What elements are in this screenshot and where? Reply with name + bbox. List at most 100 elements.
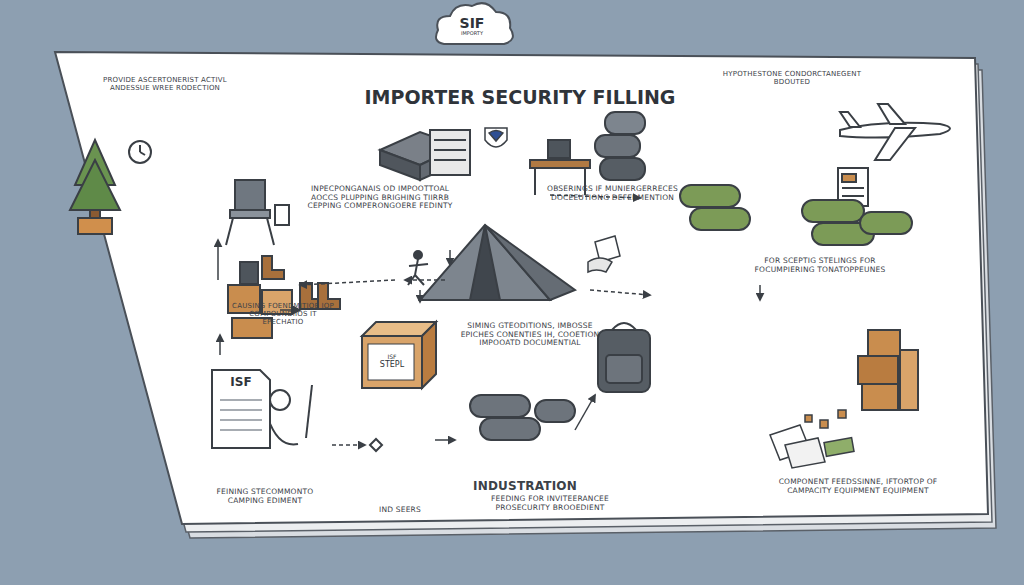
isf-document: ISF [212,370,270,448]
pen-emblem-part [270,390,290,410]
footer-text: INDUSTRATION [450,480,600,494]
supply-boxes [228,262,292,338]
supply-boxes-part [240,262,258,284]
box-stack-part [900,350,918,410]
clock-icon [129,141,151,163]
doc-sheet [212,370,270,448]
tree-icon-part [70,160,120,210]
money-papers [770,410,854,468]
green-rolls-part [690,208,750,230]
chair-icon-part [226,218,233,245]
flow-arrows [218,195,760,445]
money-papers-part [805,415,812,422]
money-papers-part [824,438,854,457]
backpack-icon-part [606,355,642,383]
green-rolls [680,185,912,245]
doc-line [220,399,262,401]
annotation-text: OBSERINGS IF MUNIERGERRECES DOCEEUTIONG … [545,185,680,202]
green-rolls-part [860,212,912,234]
box-stack-part [858,356,898,384]
paper-sheets [55,52,996,538]
pen-emblem-part [306,385,312,438]
desk-icon-part [530,160,590,168]
annotation-text: FEEDING FOR INVITEERANCEE PROSECURITY BR… [475,495,625,512]
paper-sheets-part [55,52,988,524]
doc-line [220,409,262,411]
document-icon-part [842,195,864,197]
paper-stack-part [380,150,420,180]
box-stack-part [868,330,900,356]
tree-icon [70,140,120,234]
clock-icon-part [129,141,151,163]
shield-emblem-part [485,128,507,147]
node-heading: ISF [387,354,396,361]
money-papers-part [838,410,846,418]
rolled-mats [595,112,645,180]
cloud-shape [436,3,513,44]
annotation-text: IND SEERS [370,506,430,515]
hand-paper [588,236,620,272]
backpack-icon [598,323,650,392]
backpack-icon-part [598,330,650,392]
grey-rolls [470,395,575,440]
box-front [362,336,422,388]
backpack-icon-part [612,323,636,330]
green-rolls-part [680,185,740,207]
node-subtext: STEPL [380,361,404,370]
flow-arrows-part [759,285,761,300]
desk-icon-part [534,168,536,195]
grey-rolls-part [535,400,575,422]
document-icon-part [842,174,856,182]
annotation-text: CAUSING FOENDMITIOE IOP COMPOUNDIIOS IT … [228,302,338,326]
airplane-icon-part [840,112,860,127]
annotation-text: FOR SCEPTIG STELINGS FOR FOCUMPIERING TO… [745,257,895,274]
node-heading: SIF [460,16,485,31]
green-rolls-part [802,200,864,222]
doc-line [220,419,262,421]
rolled-mats-part [595,135,640,157]
flow-arrows-part [332,444,365,446]
node-heading: ISF [230,376,251,389]
cloud-badge: SIFIMPORTY [432,4,512,48]
person-icon-part [414,251,422,259]
person-icon-part [415,259,418,275]
grey-rolls-part [470,395,530,417]
rolled-mats-part [605,112,645,134]
chair-icon-part [230,210,270,218]
hand-paper-part [588,258,612,272]
flow-arrows-part [217,240,219,280]
airplane-icon-part [878,104,905,124]
flow-arrows-part [405,279,445,281]
flow-arrows-part [590,290,650,295]
box-label [368,344,414,380]
document-icon-part [842,187,864,189]
clock-icon-part [140,152,145,155]
person-icon [408,251,428,285]
tree-icon-part [78,218,112,234]
rolled-mats-part [600,158,645,180]
shield-emblem [485,128,507,147]
annotation-text: INPECPONGANAIS OD IMPOOTTOAL AOCCS PLUPP… [305,185,455,211]
money-papers-part [785,438,825,468]
annotation-text: COMPONENT FEEDSSINNE, IFTORTOP OF CAMPAC… [778,478,938,495]
box-outline [362,322,436,388]
pen-emblem-part [268,418,298,444]
desk-icon-part [548,140,570,158]
chair-icon-part [275,205,289,225]
airplane-icon [840,104,950,160]
flow-arrows-part [419,290,421,302]
paper-stack-part [430,130,470,175]
pen-emblem-part [370,439,382,451]
flow-arrows-part [219,335,221,355]
chair-icon [226,180,289,245]
clock-icon-part [139,145,141,152]
grey-rolls-part [480,418,540,440]
annotation-text: SIMING GTEODITIONS, IMBOSSE EPICHES CONE… [455,322,605,348]
paper-stack-part [434,149,466,151]
airplane-icon-part [875,128,915,160]
person-icon-part [409,264,428,266]
box-stack-part [862,384,898,410]
tent-icon-part [485,225,575,300]
shield-emblem-part [489,131,503,142]
money-papers-part [820,420,828,428]
